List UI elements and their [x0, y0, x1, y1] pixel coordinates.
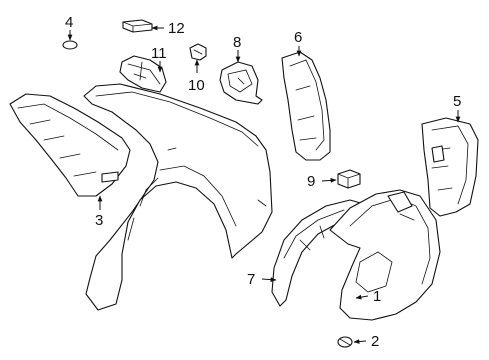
leader-9 [321, 177, 337, 183]
part-4-plug [62, 40, 78, 50]
part-6-pillar [281, 51, 331, 161]
callout-12: 12 [168, 20, 185, 37]
part-11-bracket [119, 55, 167, 93]
callout-10: 10 [188, 77, 205, 94]
callout-8: 8 [233, 34, 241, 51]
part-12-pad [122, 19, 153, 33]
quarter-panel [83, 83, 273, 311]
part-1-wheelhouse-inner [329, 189, 441, 321]
callout-7: 7 [247, 271, 255, 288]
part-2-grommet [337, 336, 353, 348]
part-3-inner-quarter-panel [9, 93, 131, 197]
leader-2 [353, 339, 367, 344]
callout-4: 4 [65, 14, 73, 31]
part-8-mount-bracket [219, 61, 263, 105]
part-5-pillar-panel [421, 117, 479, 217]
callout-11: 11 [151, 45, 167, 62]
leader-1 [355, 294, 369, 300]
part-9-block [337, 169, 361, 189]
callout-3: 3 [95, 212, 103, 229]
callout-2: 2 [371, 333, 379, 350]
callout-9: 9 [307, 173, 315, 190]
leader-7 [261, 277, 277, 283]
callout-6: 6 [294, 29, 302, 46]
part-10-clip [189, 43, 207, 61]
callout-5: 5 [453, 93, 461, 110]
callout-1: 1 [373, 288, 381, 305]
